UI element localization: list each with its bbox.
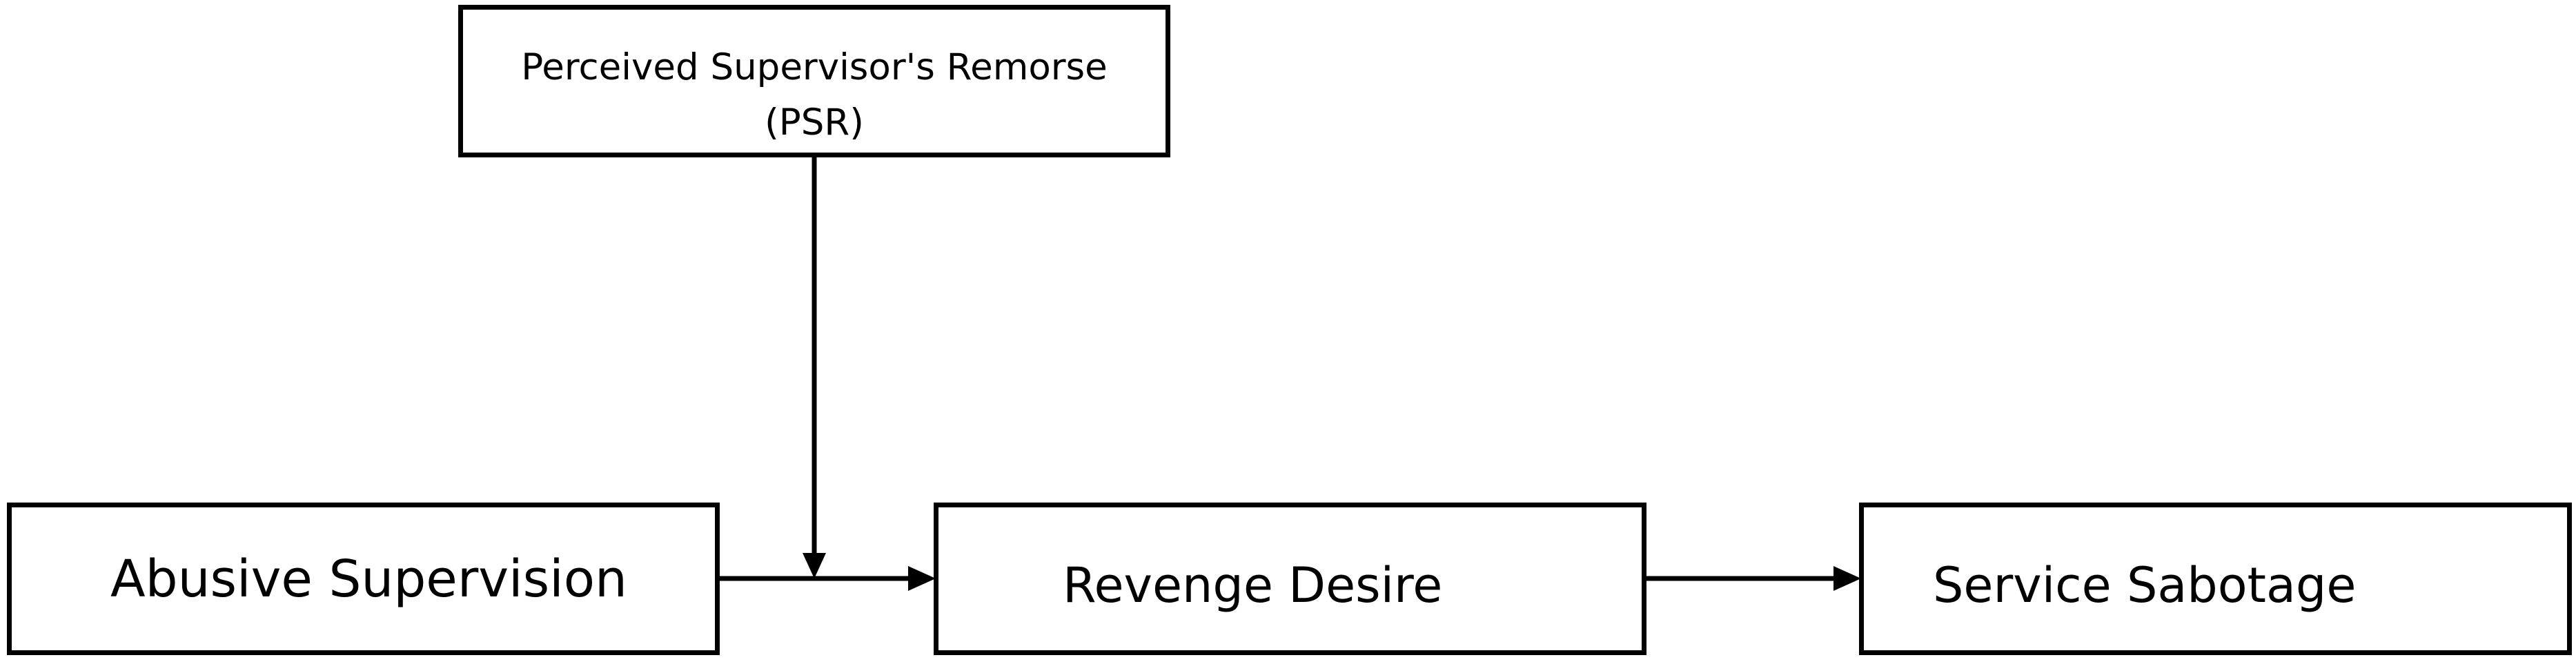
node-revenge-desire: Revenge Desire xyxy=(934,503,1646,655)
node-abusive-supervision-label: Abusive Supervision xyxy=(110,549,627,609)
edge-revenge-to-sabotage xyxy=(1646,566,1861,591)
node-psr-label-line1: Perceived Supervisor's Remorse xyxy=(521,46,1108,88)
node-service-sabotage: Service Sabotage xyxy=(1859,503,2572,655)
node-psr-label-line2: (PSR) xyxy=(765,101,864,144)
edge-abusive-to-revenge xyxy=(720,566,936,591)
node-revenge-desire-label: Revenge Desire xyxy=(1063,557,1443,614)
edge-psr-moderation xyxy=(803,157,826,578)
node-perceived-supervisors-remorse: Perceived Supervisor's Remorse (PSR) xyxy=(458,5,1170,157)
node-abusive-supervision: Abusive Supervision xyxy=(7,503,720,655)
node-service-sabotage-label: Service Sabotage xyxy=(1933,557,2357,614)
node-psr-label: Perceived Supervisor's Remorse (PSR) xyxy=(463,40,1166,150)
